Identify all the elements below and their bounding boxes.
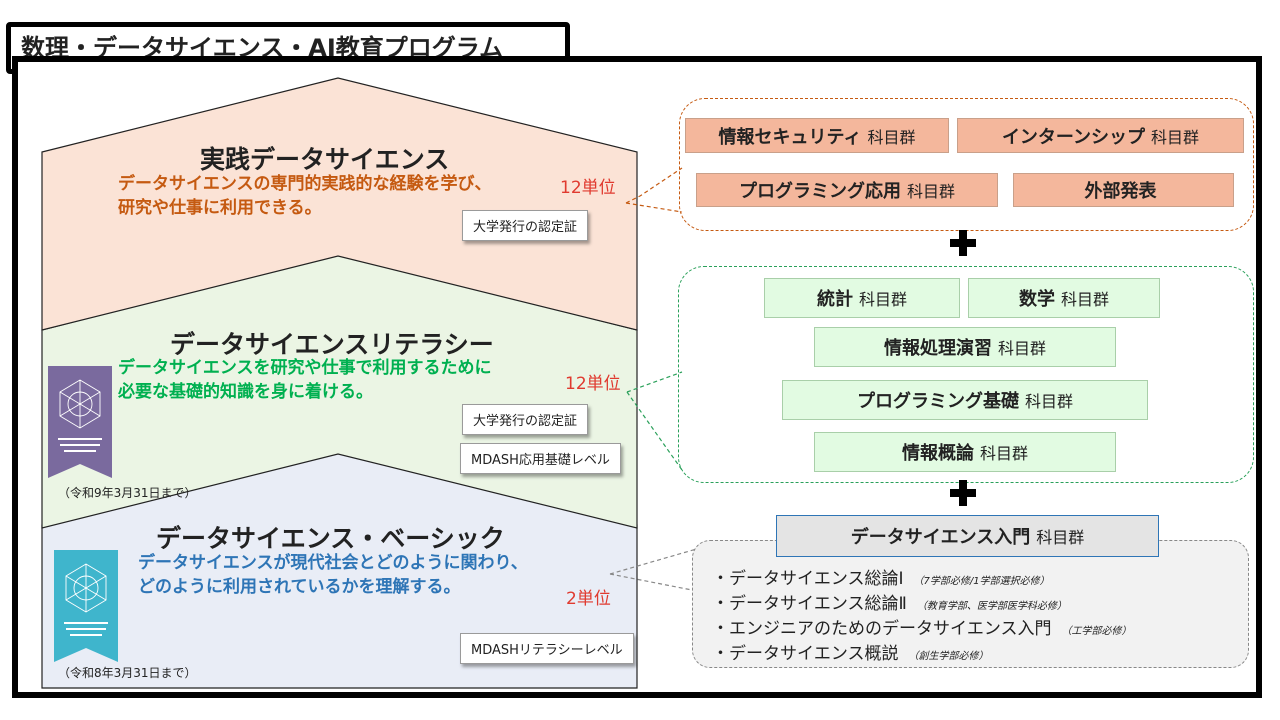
practice-title: 実践データサイエンス	[200, 145, 450, 174]
connector-basic	[609, 547, 701, 575]
literacy-desc-line2: 必要な基礎的知識を身に着ける。	[118, 382, 373, 402]
mdash-literacy-logo	[54, 550, 118, 662]
group-programming-applied: プログラミング応用科目群	[696, 173, 998, 207]
group-info-overview: 情報概論科目群	[814, 432, 1116, 472]
literacy-desc-line1: データサイエンスを研究や仕事で利用するために	[118, 358, 492, 378]
course-item: ・データサイエンス総論Ⅱ（教育学部、医学部医学科必修）	[712, 594, 1067, 614]
practice-desc-line2: 研究や仕事に利用できる。	[118, 198, 322, 218]
connector-literacy-b	[626, 391, 683, 471]
connector-practice	[625, 167, 683, 204]
basic-badge-date: （令和8年3月31日まで）	[58, 666, 197, 680]
literacy-title: データサイエンスリテラシー	[170, 330, 494, 359]
intro-courses-panel	[692, 540, 1249, 668]
group-info-processing: 情報処理演習科目群	[814, 327, 1116, 367]
course-item: ・データサイエンス総論Ⅰ（7学部必修/1学部選択必修）	[712, 569, 1050, 589]
literacy-units: 12単位	[565, 374, 621, 394]
connector-literacy	[626, 371, 683, 393]
literacy-badge-date: （令和9年3月31日まで）	[58, 486, 197, 500]
plus-icon	[950, 230, 976, 256]
basic-mdash-badge: MDASHリテラシーレベル	[460, 633, 634, 664]
group-mathematics: 数学科目群	[968, 278, 1160, 318]
literacy-cert-badge: 大学発行の認定証	[462, 404, 589, 435]
basic-desc-line2: どのように利用されているかを理解する。	[138, 577, 461, 597]
basic-units: 2単位	[566, 589, 611, 609]
connector-practice-b	[625, 202, 683, 213]
group-info-security: 情報セキュリティ科目群	[685, 118, 949, 153]
basic-desc: データサイエンスが現代社会とどのように関わり、 どのように利用されているかを理解…	[138, 551, 528, 599]
practice-desc: データサイエンスの専門的実践的な経験を学び、 研究や仕事に利用できる。	[118, 172, 492, 220]
basic-title: データサイエンス・ベーシック	[156, 524, 505, 553]
practice-cert-badge: 大学発行の認定証	[462, 210, 589, 241]
literacy-mdash-badge: MDASH応用基礎レベル	[460, 443, 621, 474]
practice-units: 12単位	[560, 178, 616, 198]
plus-icon-2	[950, 480, 976, 506]
group-external-presentation: 外部発表	[1013, 173, 1234, 207]
group-statistics: 統計科目群	[764, 278, 960, 318]
group-internship: インターンシップ科目群	[957, 118, 1244, 153]
course-item: ・データサイエンス概説（創生学部必修）	[712, 644, 989, 664]
group-programming-basics: プログラミング基礎科目群	[782, 380, 1148, 420]
tier-practice-shape	[41, 77, 638, 331]
practice-desc-line1: データサイエンスの専門的実践的な経験を学び、	[118, 174, 492, 194]
course-item: ・エンジニアのためのデータサイエンス入門（工学部必修）	[712, 619, 1132, 639]
mdash-applied-logo	[48, 366, 112, 478]
literacy-desc: データサイエンスを研究や仕事で利用するために 必要な基礎的知識を身に着ける。	[118, 356, 492, 404]
basic-desc-line1: データサイエンスが現代社会とどのように関わり、	[138, 553, 528, 573]
group-ds-intro: データサイエンス入門科目群	[776, 515, 1159, 557]
